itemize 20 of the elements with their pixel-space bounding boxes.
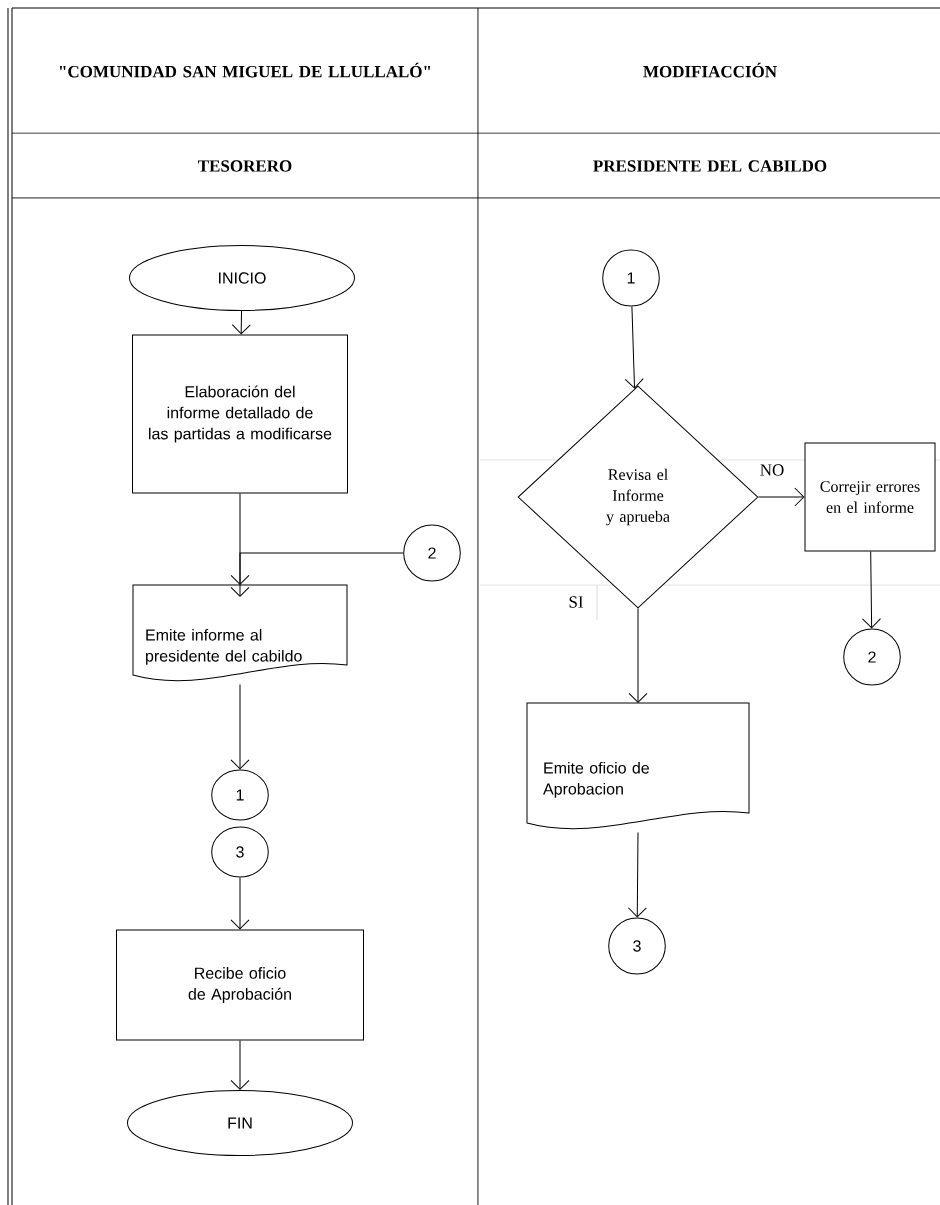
- arrow: [230, 552, 404, 597]
- arrow: [230, 493, 250, 585]
- process-box: Elaboración del informe detallado de las partidas a modificarse: [132, 334, 348, 494]
- arrow: [627, 831, 647, 918]
- arrow: [230, 683, 250, 770]
- header-cell: "COMUNIDAD SAN MIGUEL DE LLULLALÓ": [59, 62, 431, 78]
- process-box: Recibe oficio de Aprobación: [116, 929, 364, 1041]
- header-cell: PRESIDENTE DEL CABILDO: [593, 160, 827, 172]
- arrow: [230, 1040, 250, 1090]
- arrow: [862, 551, 882, 629]
- edge-label: NO: [758, 463, 786, 477]
- arrow: [628, 608, 648, 703]
- arrow: [230, 877, 250, 930]
- edge-label: SI: [567, 595, 585, 609]
- header-cell: TESORERO: [198, 160, 292, 172]
- arrow: [231, 310, 251, 335]
- header-cell: MODIFIACCIÓN: [643, 62, 777, 78]
- arrow: [758, 487, 805, 507]
- arrow: [624, 306, 644, 389]
- process-box: Correjir errores en el informe: [804, 442, 936, 552]
